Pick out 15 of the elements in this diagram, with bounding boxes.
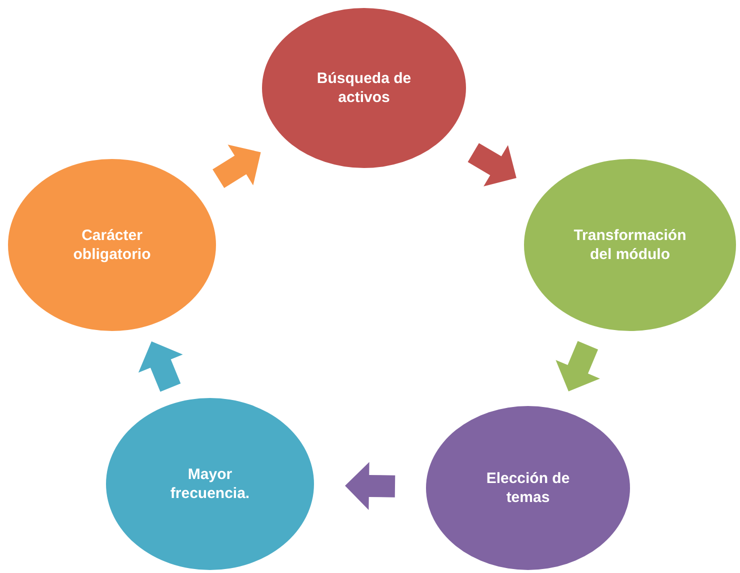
ellipse-node <box>106 398 314 570</box>
block-arrow <box>212 144 261 188</box>
ellipse-node <box>8 159 216 331</box>
ellipse-node <box>524 159 736 331</box>
ellipse-node <box>262 8 466 168</box>
block-arrow <box>138 341 183 392</box>
node-label: Mayor frecuencia. <box>169 464 251 504</box>
node-label: Carácter obligatorio <box>72 226 152 264</box>
block-arrow <box>556 341 600 392</box>
node-label: Búsqueda de activos <box>316 68 412 108</box>
node-label: Elección de temas <box>485 468 571 508</box>
block-arrow <box>468 143 516 186</box>
node-label: Transformación del módulo <box>572 226 688 264</box>
block-arrow <box>345 462 396 510</box>
ellipse-node <box>426 406 630 570</box>
